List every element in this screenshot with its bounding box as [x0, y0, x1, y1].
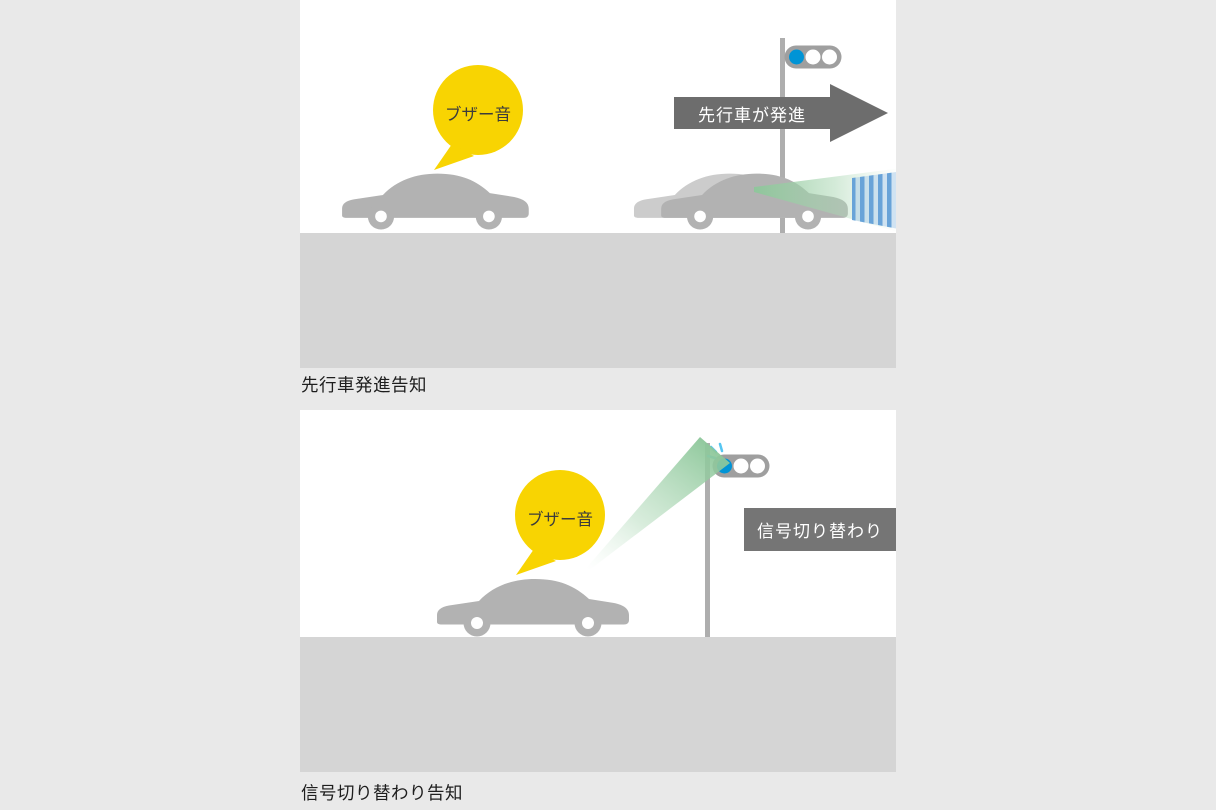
caption-signal-change: 信号切り替わり告知 [301, 783, 463, 803]
signal-change-label: 信号切り替わり [744, 508, 896, 551]
signal-pole [705, 443, 710, 637]
signal-pole [780, 38, 785, 233]
speech-bubble: ブザー音 [428, 62, 540, 174]
speech-bubble-icon [515, 470, 605, 575]
start-arrow: 先行車が発進 [674, 84, 889, 142]
speech-bubble-icon [433, 65, 523, 170]
panel-signal-change: ブザー音 信号切り替わり [300, 410, 896, 772]
caption-preceding-vehicle-start: 先行車発進告知 [301, 375, 427, 395]
arrow-label: 先行車が発進 [698, 105, 806, 125]
road [300, 233, 896, 368]
buzzer-text: ブザー音 [445, 106, 511, 124]
detection-cone-icon [575, 437, 730, 581]
radar-cone-icon [754, 168, 896, 232]
speech-bubble: ブザー音 [510, 467, 622, 579]
arrow-icon [674, 84, 888, 142]
buzzer-text: ブザー音 [527, 511, 593, 529]
panel-preceding-vehicle-start: ブザー音 先行車が発進 [300, 0, 896, 368]
traffic-light-icon [784, 45, 842, 69]
road [300, 637, 896, 772]
